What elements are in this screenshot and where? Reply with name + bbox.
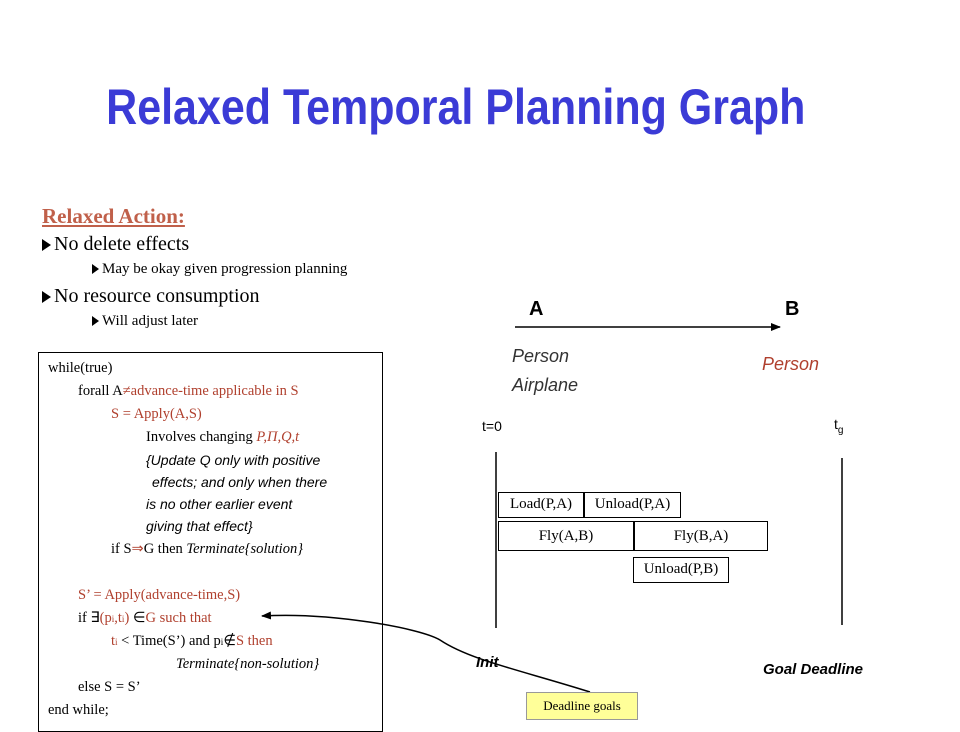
action-fly-b-a: Fly(B,A) [634, 521, 768, 551]
code-comment-line: effects; and only when there [152, 474, 328, 490]
code-line: end while; [48, 702, 109, 718]
code-line: else S = S’ [78, 679, 141, 695]
code-line: if S⇒G then Terminate{solution} [111, 541, 303, 557]
sub-bullet-progression: May be okay given progression planning [92, 261, 347, 278]
sub-bullet-adjust-later: Will adjust later [92, 313, 198, 330]
airplane-at-a: Airplane [512, 375, 579, 395]
sub-bullet-text: Will adjust later [102, 313, 199, 329]
code-comment-line: is no other earlier event [146, 496, 293, 512]
code-line: forall A≠advance-time applicable in S [78, 383, 299, 399]
deadline-goals-connector [261, 611, 591, 693]
person-at-a: Person [512, 346, 570, 366]
code-line: ti < Time(S’) and pi∉S then [111, 633, 273, 649]
deadline-goals-note: Deadline goals [526, 692, 638, 720]
bullet-no-delete-effects: No delete effects [42, 233, 189, 256]
arrow-bullet-icon [92, 264, 99, 274]
code-line: if ∃(pi,ti) ∈G such that [78, 610, 212, 626]
code-line: while(true) [48, 360, 113, 376]
location-b-label: B [785, 298, 800, 320]
person-at-b: Person [762, 354, 820, 374]
action-fly-a-b: Fly(A,B) [498, 521, 634, 551]
code-line: S = Apply(A,S) [111, 406, 202, 422]
arrow-bullet-icon [42, 239, 51, 251]
bullet-text: No resource consumption [54, 285, 260, 307]
code-comment-line: giving that effect} [146, 518, 253, 534]
arrow-bullet-icon [42, 291, 51, 303]
action-unload-p-b: Unload(P,B) [633, 557, 729, 583]
arrow-bullet-icon [92, 316, 99, 326]
code-line: Terminate{non-solution} [176, 656, 320, 672]
init-label: Init [476, 654, 499, 671]
relaxed-action-heading: Relaxed Action: [42, 204, 185, 228]
action-load-p-a: Load(P,A) [498, 492, 584, 518]
bullet-text: No delete effects [54, 233, 190, 255]
code-line: S’ = Apply(advance-time,S) [78, 587, 241, 603]
code-comment-line: {Update Q only with positive [146, 452, 321, 468]
action-unload-p-a: Unload(P,A) [584, 492, 681, 518]
slide-title: Relaxed Temporal Planning Graph [106, 79, 806, 135]
time-zero-label: t=0 [482, 418, 502, 434]
bullet-no-resource-consumption: No resource consumption [42, 285, 260, 308]
code-line: Involves changing P,Π,Q,t [146, 429, 300, 445]
location-a-label: A [529, 298, 544, 320]
sub-bullet-text: May be okay given progression planning [102, 261, 348, 277]
goal-time-label: tg [834, 416, 844, 436]
goal-deadline-label: Goal Deadline [763, 661, 864, 678]
